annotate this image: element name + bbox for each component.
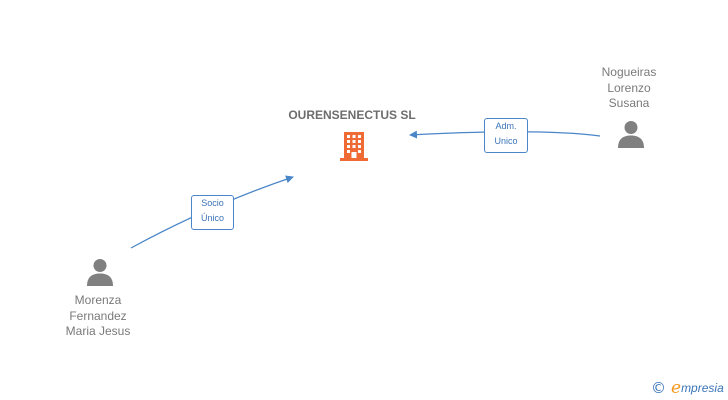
copyright-icon: © xyxy=(651,379,666,397)
empresia-watermark: © e mpresia xyxy=(651,378,724,398)
relation-label-adm-unico[interactable]: Adm. Unico xyxy=(484,118,528,153)
person-label-morenza[interactable]: Morenza Fernandez Maria Jesus xyxy=(38,293,158,340)
person-name-line: Maria Jesus xyxy=(65,324,131,338)
relation-label-line: Adm. xyxy=(495,121,517,131)
person-icon[interactable] xyxy=(85,257,115,287)
brand-initial: e xyxy=(671,378,682,398)
company-name[interactable]: OURENSENECTUS SL xyxy=(288,108,416,122)
building-icon[interactable] xyxy=(338,130,370,162)
relation-label-line: Unico xyxy=(494,136,518,146)
relation-label-line: Único xyxy=(200,213,224,223)
person-label-nogueiras[interactable]: Nogueiras Lorenzo Susana xyxy=(569,65,689,112)
relation-label-socio-unico[interactable]: Socio Único xyxy=(191,195,234,230)
person-name-line: Susana xyxy=(608,96,650,110)
relation-label-line: Socio xyxy=(201,198,224,208)
person-name-line: Fernandez xyxy=(69,308,127,323)
person-icon[interactable] xyxy=(616,119,646,149)
brand-name: mpresia xyxy=(681,381,724,395)
person-name-line: Nogueiras xyxy=(601,65,657,79)
person-name-line: Lorenzo xyxy=(607,80,651,95)
person-name-line: Morenza xyxy=(74,293,122,307)
